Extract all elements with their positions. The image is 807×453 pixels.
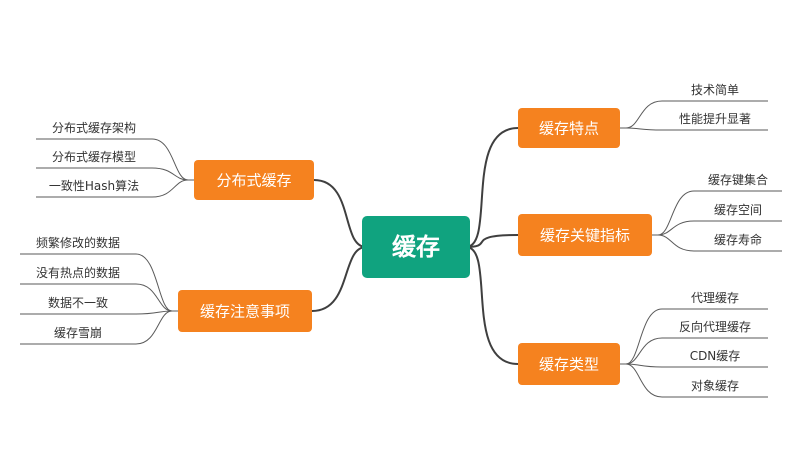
branch-connector (465, 246, 519, 365)
leaf-connector (625, 308, 768, 365)
branch-node-label: 缓存关键指标 (540, 227, 630, 245)
branch-node[interactable]: 缓存类型 (518, 343, 620, 385)
leaf-node[interactable]: 一致性Hash算法 (49, 178, 139, 193)
leaf-node[interactable]: 缓存寿命 (714, 232, 762, 247)
leaf-connector (625, 100, 768, 129)
branch-connector (465, 234, 519, 248)
leaf-node[interactable]: 缓存雪崩 (54, 326, 102, 340)
connector-layer (20, 100, 782, 398)
branch-node[interactable]: 缓存关键指标 (518, 214, 652, 256)
branch-node[interactable]: 缓存特点 (518, 108, 620, 148)
branch-connector (311, 246, 367, 312)
leaf-node[interactable]: 技术简单 (691, 83, 739, 97)
leaf-connector (657, 220, 782, 236)
branch-node-label: 分布式缓存 (216, 172, 291, 190)
leaf-node[interactable]: CDN缓存 (690, 349, 741, 363)
branch-node-box (518, 343, 620, 385)
branch-node-box (518, 108, 620, 148)
branch-connector (313, 179, 367, 248)
branch-node[interactable]: 缓存注意事项 (178, 290, 312, 332)
leaf-node[interactable]: 缓存空间 (714, 203, 762, 217)
leaf-node[interactable]: 数据不一致 (48, 295, 108, 310)
leaf-connector (625, 127, 768, 131)
branch-node-box (518, 214, 652, 256)
branch-node-box (194, 160, 314, 200)
branch-connector (465, 127, 519, 248)
branch-node[interactable]: 分布式缓存 (194, 160, 314, 200)
leaf-connector (625, 337, 768, 365)
leaf-connector (625, 363, 768, 398)
leaf-node[interactable]: 频繁修改的数据 (36, 235, 120, 250)
leaf-connector (36, 138, 189, 181)
leaf-node[interactable]: 分布式缓存架构 (52, 120, 136, 135)
root-node[interactable]: 缓存 (362, 216, 470, 278)
leaf-connector (20, 253, 173, 312)
leaf-connector (625, 363, 768, 368)
leaf-connector (36, 167, 189, 181)
leaf-node[interactable]: 没有热点的数据 (36, 265, 120, 280)
leaf-node[interactable]: 反向代理缓存 (679, 319, 751, 334)
branch-node-label: 缓存特点 (539, 120, 599, 138)
branch-node-box (178, 290, 312, 332)
leaf-connector (657, 234, 782, 252)
leaf-node[interactable]: 分布式缓存模型 (52, 150, 136, 164)
leaf-node[interactable]: 缓存键集合 (708, 172, 768, 187)
leaf-node[interactable]: 代理缓存 (691, 291, 739, 305)
root-node-label: 缓存 (392, 233, 440, 261)
root-node-box (362, 216, 470, 278)
leaf-node[interactable]: 对象缓存 (691, 379, 739, 393)
leaf-connector (20, 283, 173, 312)
branch-node-label: 缓存注意事项 (200, 303, 290, 321)
leaf-connector (20, 310, 173, 315)
branch-node-label: 缓存类型 (539, 356, 599, 374)
leaf-connector (20, 310, 173, 345)
leaf-connector (657, 190, 782, 236)
leaf-connector (36, 179, 189, 198)
leaf-node[interactable]: 性能提升显著 (679, 111, 751, 126)
